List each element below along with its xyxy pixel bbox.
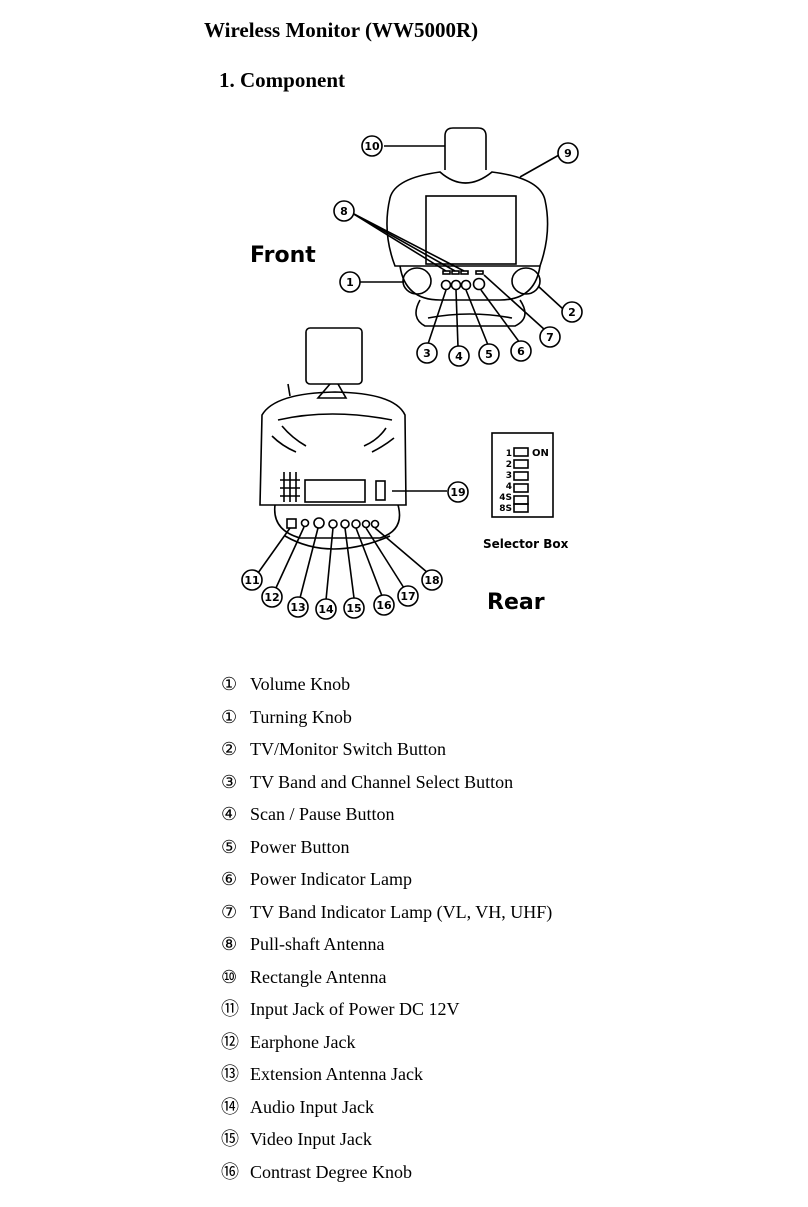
selector-title: Selector Box bbox=[483, 537, 569, 551]
item-number: ⑯ bbox=[221, 1161, 239, 1182]
item-label: Scan / Pause Button bbox=[250, 804, 395, 824]
callout-4: 4 bbox=[455, 350, 463, 363]
front-right-knob bbox=[511, 267, 541, 295]
front-stand bbox=[415, 299, 526, 327]
item-label: Earphone Jack bbox=[250, 1031, 356, 1052]
list-item: ⑥ Power Indicator Lamp bbox=[221, 863, 552, 896]
callout-17: 17 bbox=[400, 590, 415, 603]
callout-12: 12 bbox=[264, 591, 279, 604]
component-diagram: 10 9 8 1 2 7 3 4 5 6 19 11 12 13 14 15 1… bbox=[241, 127, 583, 620]
item-number: ⑤ bbox=[221, 836, 238, 857]
callout-19: 19 bbox=[450, 486, 465, 499]
selector-row-2: 2 bbox=[506, 460, 512, 470]
rear-body bbox=[259, 391, 407, 506]
list-item: ⑦ TV Band Indicator Lamp (VL, VH, UHF) bbox=[221, 896, 552, 929]
callout-9: 9 bbox=[564, 147, 572, 160]
callout-10: 10 bbox=[364, 140, 380, 153]
component-list: ① Volume Knob ① Turning Knob ② TV/Monitor S… bbox=[221, 668, 552, 1188]
item-number: ⑮ bbox=[221, 1129, 239, 1149]
rear-rect-antenna bbox=[305, 327, 363, 385]
section-heading: 1. Component bbox=[219, 68, 346, 92]
item-number: ② bbox=[221, 739, 238, 759]
item-number: ⑦ bbox=[221, 901, 238, 922]
list-item: ⑤ Power Button bbox=[221, 831, 552, 864]
item-number: ⑩ bbox=[221, 966, 238, 987]
item-number: ⑧ bbox=[221, 934, 238, 954]
item-label: Audio Input Jack bbox=[250, 1096, 374, 1117]
selector-row-8s: 8S bbox=[499, 504, 512, 514]
list-item: ⑪ Input Jack of Power DC 12V bbox=[221, 993, 552, 1026]
item-label: Pull-shaft Antenna bbox=[250, 934, 385, 954]
item-label: Power Button bbox=[250, 836, 350, 857]
callout-14: 14 bbox=[318, 603, 334, 616]
item-label: Input Jack of Power DC 12V bbox=[250, 999, 460, 1019]
item-number: ⑥ bbox=[221, 869, 238, 889]
item-number: ④ bbox=[221, 804, 238, 824]
callout-16: 16 bbox=[376, 599, 392, 612]
item-label: Contrast Degree Knob bbox=[250, 1161, 412, 1182]
item-number: ⑪ bbox=[221, 999, 239, 1019]
rear-label-panel bbox=[304, 479, 366, 503]
front-body bbox=[386, 171, 549, 267]
item-label: Extension Antenna Jack bbox=[250, 1064, 423, 1084]
selector-box bbox=[491, 432, 554, 518]
list-item: ① Turning Knob bbox=[221, 701, 552, 734]
callout-8: 8 bbox=[340, 205, 348, 218]
rear-label: Rear bbox=[487, 590, 545, 615]
callout-18: 18 bbox=[424, 574, 439, 587]
callout-1: 1 bbox=[346, 276, 354, 289]
front-screen bbox=[425, 195, 517, 265]
callout-11: 11 bbox=[244, 574, 259, 587]
item-number: ⑫ bbox=[221, 1031, 239, 1052]
callout-7: 7 bbox=[546, 331, 554, 344]
callout-6: 6 bbox=[517, 345, 525, 358]
callout-2: 2 bbox=[568, 306, 576, 319]
list-item: ⑯ Contrast Degree Knob bbox=[221, 1156, 552, 1189]
list-item: ⑫ Earphone Jack bbox=[221, 1026, 552, 1059]
front-rect-antenna bbox=[444, 127, 487, 170]
item-label: TV/Monitor Switch Button bbox=[250, 739, 447, 759]
item-label: Volume Knob bbox=[250, 674, 351, 694]
list-item: ⑬ Extension Antenna Jack bbox=[221, 1058, 552, 1091]
item-number: ⑬ bbox=[221, 1064, 239, 1084]
callout-3: 3 bbox=[423, 347, 431, 360]
item-label: Power Indicator Lamp bbox=[250, 869, 412, 889]
selector-row-1: 1 bbox=[506, 449, 512, 459]
front-label: Front bbox=[250, 243, 316, 268]
item-label: Video Input Jack bbox=[250, 1129, 372, 1149]
list-item: ④ Scan / Pause Button bbox=[221, 798, 552, 831]
callout-15: 15 bbox=[346, 602, 361, 615]
document-title: Wireless Monitor (WW5000R) bbox=[204, 18, 479, 42]
list-item: ⑭ Audio Input Jack bbox=[221, 1091, 552, 1124]
list-item: ① Volume Knob bbox=[221, 668, 552, 701]
list-item: ③ TV Band and Channel Select Button bbox=[221, 766, 552, 799]
item-number: ① bbox=[221, 706, 238, 727]
selector-on-label: ON bbox=[532, 448, 549, 459]
item-label: Rectangle Antenna bbox=[250, 966, 387, 987]
callout-5: 5 bbox=[485, 348, 493, 361]
item-label: TV Band Indicator Lamp (VL, VH, UHF) bbox=[250, 901, 553, 922]
item-label: Turning Knob bbox=[250, 706, 352, 727]
item-label: TV Band and Channel Select Button bbox=[250, 771, 514, 792]
callout-13: 13 bbox=[290, 601, 305, 614]
selector-row-3: 3 bbox=[506, 471, 512, 481]
selector-row-4: 4 bbox=[506, 482, 512, 492]
item-number: ③ bbox=[221, 771, 238, 792]
list-item: ② TV/Monitor Switch Button bbox=[221, 733, 552, 766]
item-number: ⑭ bbox=[221, 1096, 239, 1117]
front-left-knob bbox=[402, 267, 432, 295]
list-item: ⑩ Rectangle Antenna bbox=[221, 961, 552, 994]
item-number: ① bbox=[221, 674, 238, 694]
rear-selector-switch bbox=[375, 480, 386, 501]
list-item: ⑧ Pull-shaft Antenna bbox=[221, 928, 552, 961]
selector-row-4s: 4S bbox=[499, 493, 512, 503]
list-item: ⑮ Video Input Jack bbox=[221, 1123, 552, 1156]
